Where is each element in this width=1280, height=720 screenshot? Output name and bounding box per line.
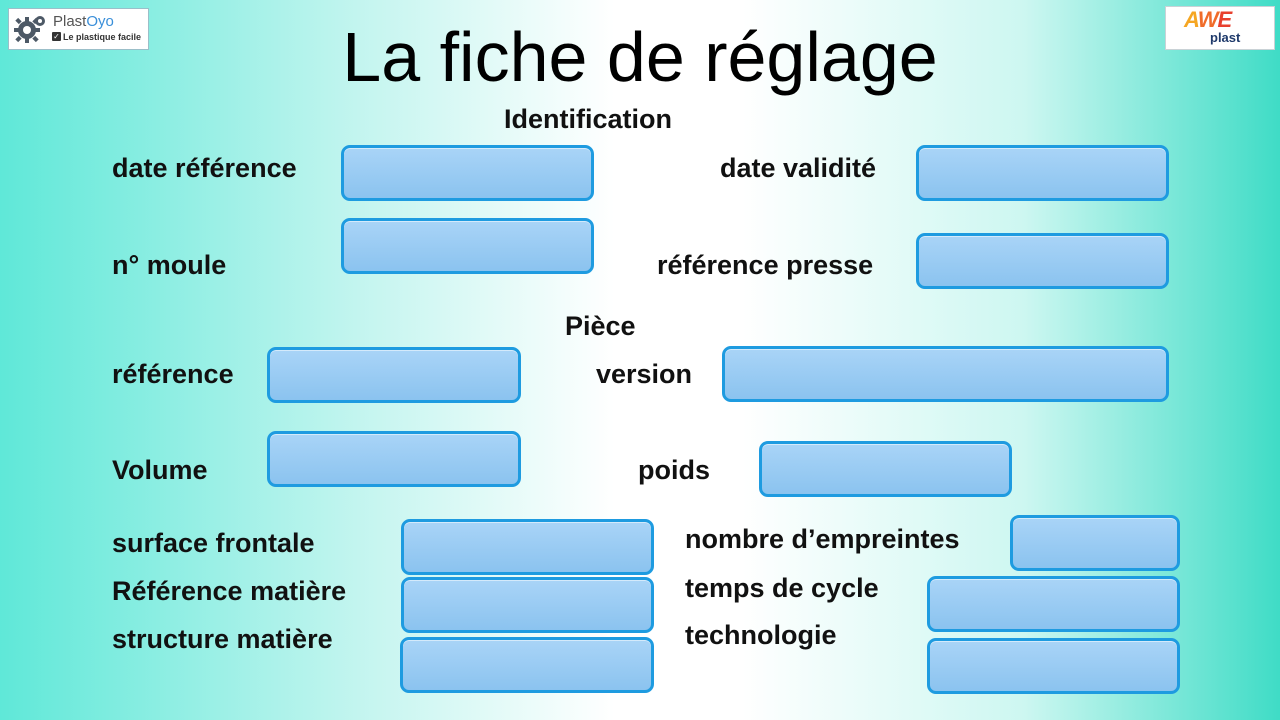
structure-matiere-field[interactable] [400,637,654,693]
no-moule-field[interactable] [341,218,594,274]
version-field[interactable] [722,346,1169,402]
awe-plast-logo: AWE plast [1165,6,1275,50]
reference-presse-field[interactable] [916,233,1169,289]
plastoyo-tagline: Le plastique facile [63,32,142,42]
checkbox-icon: ✓ [52,32,61,41]
section-identification: Identification [504,104,672,134]
section-piece: Pièce [565,311,636,341]
gear-icon [14,16,45,43]
nombre-empreintes-field[interactable] [1010,515,1180,571]
nombre-empreintes-label: nombre d’empreintes [685,524,960,554]
surface-frontale-field[interactable] [401,519,654,575]
technologie-field[interactable] [927,638,1180,694]
awe-plast-sub: plast [1210,30,1241,45]
reference-field[interactable] [267,347,521,403]
poids-field[interactable] [759,441,1012,497]
temps-de-cycle-field[interactable] [927,576,1180,632]
surface-frontale-label: surface frontale [112,528,315,558]
version-label: version [596,359,693,389]
reference-matiere-label: Référence matière [112,576,347,606]
temps-de-cycle-label: temps de cycle [685,573,879,603]
date-reference-field[interactable] [341,145,594,201]
volume-label: Volume [112,455,208,485]
reference-label: référence [112,359,234,389]
date-validite-field[interactable] [916,145,1169,201]
poids-label: poids [638,455,710,485]
structure-matiere-label: structure matière [112,624,333,654]
awe-letters: AWE [1184,7,1232,32]
technologie-label: technologie [685,620,837,650]
volume-field[interactable] [267,431,521,487]
reference-presse-label: référence presse [657,250,874,280]
plastoyo-name: PlastOyo [53,13,114,30]
date-reference-label: date référence [112,153,297,183]
plastoyo-logo: PlastOyo ✓ Le plastique facile [8,8,149,50]
reference-matiere-field[interactable] [401,577,654,633]
no-moule-label: n° moule [112,250,227,280]
page-title: La fiche de réglage [342,18,938,96]
date-validite-label: date validité [720,153,877,183]
